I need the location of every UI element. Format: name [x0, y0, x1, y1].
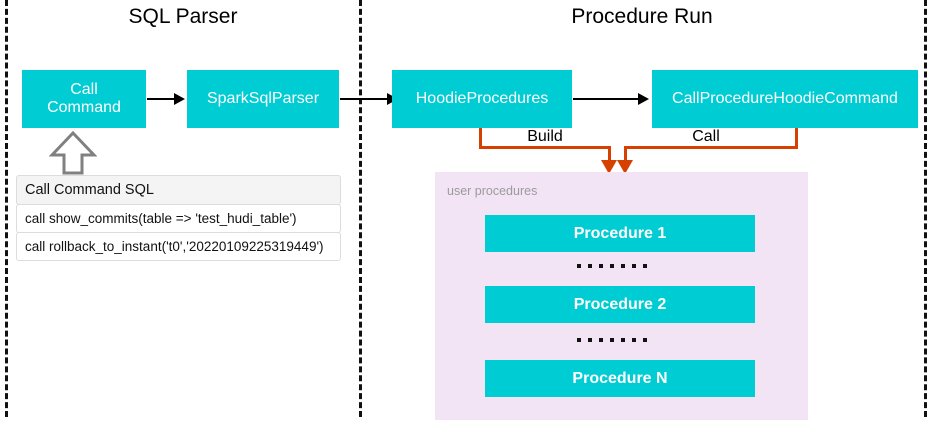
user-procedures-caption: user procedures	[447, 184, 538, 198]
arrow-call-command-to-parser	[147, 98, 175, 100]
procedure-ellipsis	[577, 264, 647, 268]
arrow-parser-to-hoodie-procedures	[340, 98, 388, 100]
arrow-hoodie-procedures-to-call-command-node	[573, 98, 639, 100]
call-connector-vertical-down	[624, 146, 627, 162]
node-spark-sql-parser[interactable]: SparkSqlParser	[187, 70, 339, 128]
divider-middle	[359, 0, 362, 417]
section-title-sql-parser: SQL Parser	[128, 5, 238, 28]
section-title-procedure-run: Procedure Run	[571, 5, 713, 28]
call-connector-horizontal	[624, 146, 798, 149]
node-call-command[interactable]: Call Command	[22, 70, 146, 128]
hollow-up-arrow-icon	[48, 130, 98, 180]
build-connector-arrowhead	[601, 160, 617, 174]
arrow-head-hoodie-procedures-to-call-command-node	[638, 93, 649, 105]
build-connector-label: Build	[527, 128, 563, 145]
sql-table-row: call show_commits(table => 'test_hudi_ta…	[16, 204, 341, 233]
call-connector-arrowhead	[617, 160, 633, 174]
sql-table-header: Call Command SQL	[16, 175, 341, 205]
arrow-head-call-command-to-parser	[174, 93, 185, 105]
call-connector-label: Call	[692, 128, 720, 145]
divider-right	[924, 0, 927, 417]
procedure-box[interactable]: Procedure 1	[485, 215, 755, 252]
call-connector-vertical-right	[795, 128, 798, 149]
build-connector-vertical-left	[479, 128, 482, 149]
build-connector-horizontal	[479, 146, 611, 149]
build-connector-vertical-down	[608, 146, 611, 162]
call-command-sql-table: Call Command SQL call show_commits(table…	[16, 175, 341, 261]
procedure-box[interactable]: Procedure N	[485, 360, 755, 397]
sql-table-row: call rollback_to_instant('t0','202201092…	[16, 232, 341, 261]
node-call-procedure-hoodie-command[interactable]: CallProcedureHoodieCommand	[652, 70, 918, 128]
procedure-ellipsis	[577, 338, 647, 342]
procedure-box[interactable]: Procedure 2	[485, 286, 755, 323]
divider-left	[5, 0, 8, 417]
node-hoodie-procedures[interactable]: HoodieProcedures	[392, 70, 572, 128]
